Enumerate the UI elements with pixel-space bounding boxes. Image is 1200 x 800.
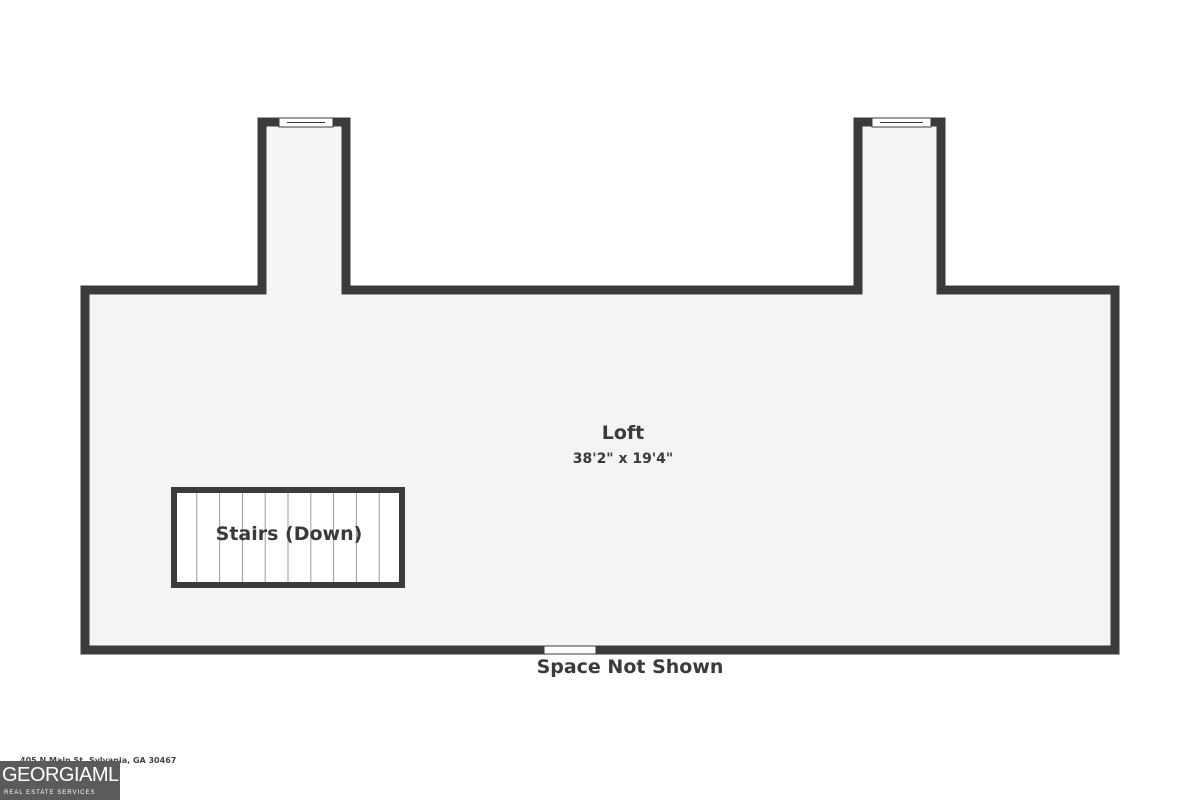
opening-space-not-shown: [543, 645, 597, 655]
window-right-dormer: [871, 117, 932, 128]
georgia-mls-logo: GEORGIAMLS REAL ESTATE SERVICES: [0, 761, 132, 800]
space-not-shown-label: Space Not Shown: [536, 656, 724, 678]
stairs-label: Stairs (Down): [215, 523, 363, 545]
loft-room-name: Loft: [601, 422, 645, 444]
stair-treads: [196, 493, 380, 582]
loft-room-dimensions: 38'2" x 19'4": [572, 451, 674, 467]
property-address: 405 N Main St, Sylvania, GA 30467: [20, 756, 177, 765]
logo-tagline: REAL ESTATE SERVICES: [4, 790, 96, 796]
window-left-dormer: [278, 117, 334, 128]
stairs-down: [171, 487, 405, 588]
exterior-wall: [80, 117, 1120, 655]
logo-text: GEORGIAMLS: [2, 764, 132, 786]
